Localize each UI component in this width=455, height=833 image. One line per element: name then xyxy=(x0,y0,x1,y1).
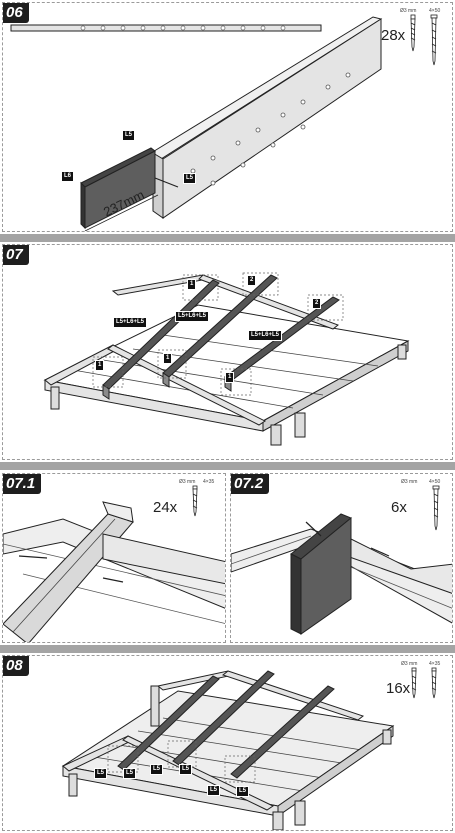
screw-diameter-label: Ø3 mm xyxy=(179,479,196,485)
part-tag-l5-bottom: L5 xyxy=(183,173,197,184)
step-07-1-panel: 07.1 Ø3 mm 4×35 24x xyxy=(2,473,226,643)
assembly-tag-left: L5+L6+L5 xyxy=(113,317,148,328)
step-06-panel: 06 xyxy=(2,2,453,232)
screw-count: 28x xyxy=(381,27,406,44)
step-number: 07 xyxy=(3,245,29,265)
screw-length-label: 4×50 xyxy=(429,8,441,14)
part-tag-l5: L5 xyxy=(236,786,250,797)
step-07-2-panel: 07.2 Ø3 mm 4×50 6x xyxy=(230,473,453,643)
part-tag-l5: L5 xyxy=(94,768,108,779)
screw-length-label: 4×50 xyxy=(429,479,441,485)
separator-bar xyxy=(0,645,455,653)
step-number: 06 xyxy=(3,3,29,23)
roof-completion-illustration xyxy=(61,667,437,830)
ridge-joint-illustration xyxy=(231,485,452,635)
part-tag-l6: L6 xyxy=(61,171,75,182)
marker-tag: 1 xyxy=(95,360,105,371)
screw-count: 24x xyxy=(153,499,178,516)
step-08-panel: 08 xyxy=(2,655,453,831)
part-tag-l5: L5 xyxy=(123,768,137,779)
step-number: 08 xyxy=(3,656,29,676)
roof-frame-illustration xyxy=(43,272,410,446)
screw-diameter-label: Ø3 mm xyxy=(401,479,418,485)
rafter-joint-illustration xyxy=(3,485,225,642)
screw-diameter-label: Ø3 mm xyxy=(401,661,418,667)
screw-count: 16x xyxy=(386,680,411,697)
step-07-panel: 07 xyxy=(2,244,453,460)
marker-tag: 1 xyxy=(163,353,173,364)
marker-tag: 2 xyxy=(247,275,257,286)
assembly-tag-right: L5+L6+L5 xyxy=(248,330,283,341)
screw-diameter-label: Ø3 mm xyxy=(400,8,417,14)
step-number: 07.2 xyxy=(231,474,270,494)
part-tag-l5: L5 xyxy=(179,764,193,775)
part-tag-l5-top: L5 xyxy=(122,130,136,141)
separator-bar xyxy=(0,462,455,470)
marker-tag: 1 xyxy=(187,279,197,290)
screw-length-label: 4×35 xyxy=(203,479,215,485)
marker-tag: 1 xyxy=(225,372,235,383)
marker-tag: 2 xyxy=(312,298,322,309)
screw-length-label: 4×35 xyxy=(429,661,441,667)
screw-count: 6x xyxy=(391,499,407,516)
part-tag-l5: L5 xyxy=(207,785,221,796)
part-tag-l5: L5 xyxy=(150,764,164,775)
separator-bar xyxy=(0,234,455,242)
assembly-tag-middle: L5+L6+L5 xyxy=(175,311,210,322)
step-number: 07.1 xyxy=(3,474,42,494)
beam-assembly-illustration xyxy=(10,14,438,231)
